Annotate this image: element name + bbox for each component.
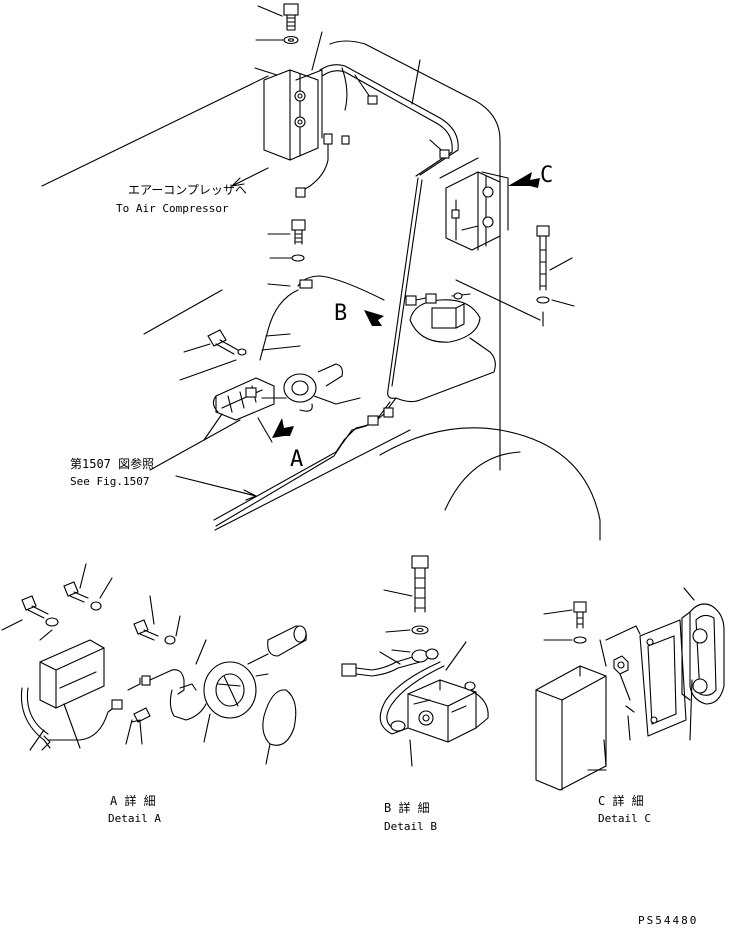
detail-b-label-en: Detail B xyxy=(384,820,437,833)
relay-box-c: C xyxy=(445,163,553,251)
left-small-bolt xyxy=(179,329,247,381)
view-c-label: C xyxy=(540,163,553,188)
right-side-bolt xyxy=(536,225,575,327)
top-relay-assembly xyxy=(231,3,459,198)
detail-a-label-jp: A 詳 細 xyxy=(110,793,156,808)
detail-a: A 詳 細 Detail A xyxy=(1,563,307,825)
detail-c-label-jp: C 詳 細 xyxy=(598,793,644,808)
middle-bolt xyxy=(267,219,306,287)
detail-a-label-en: Detail A xyxy=(108,812,161,825)
relay-b-assembly: B xyxy=(334,279,541,403)
view-b-arrow-icon xyxy=(364,310,384,326)
switch-and-horn-assembly: A xyxy=(203,363,361,472)
bolt-head-icon xyxy=(283,3,299,16)
main-assembly: エアーコンプレッサヘ To Air Compressor C xyxy=(41,3,601,541)
detail-c: C 詳 細 Detail C xyxy=(535,587,725,825)
cab-body-outline xyxy=(41,40,601,541)
view-b-label: B xyxy=(334,301,347,326)
view-c-arrow-icon xyxy=(508,172,540,188)
detail-c-label-en: Detail C xyxy=(598,812,651,825)
air-compressor-arrow xyxy=(231,167,269,187)
drawing-number: PS54480 xyxy=(638,914,698,927)
view-a-arrow-icon xyxy=(272,418,294,438)
detail-b-label-jp: B 詳 細 xyxy=(384,800,430,815)
see-fig-label-en: See Fig.1507 xyxy=(70,475,149,488)
detail-b: B 詳 細 Detail B xyxy=(341,555,489,833)
see-fig-arrow xyxy=(175,475,257,501)
see-fig-label-jp: 第1507 図参照 xyxy=(70,456,154,471)
air-compressor-label-jp: エアーコンプレッサヘ xyxy=(128,183,247,197)
air-compressor-label-en: To Air Compressor xyxy=(116,202,229,215)
view-a-label: A xyxy=(290,447,303,472)
